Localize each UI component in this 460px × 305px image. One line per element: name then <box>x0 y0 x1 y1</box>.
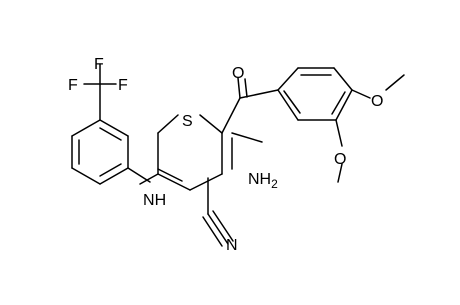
atom-f1: F <box>94 56 104 73</box>
nh-n: N <box>143 192 155 209</box>
nitrile-group <box>202 177 234 247</box>
bond-ar4 <box>335 89 353 121</box>
bond-c-nh <box>139 173 159 185</box>
bond-ring-carbonyl <box>221 97 241 134</box>
atom-o-carbonyl: O <box>232 65 244 82</box>
bond-b6 <box>99 167 129 185</box>
bond-b3 <box>71 119 101 137</box>
bond-o1-me <box>385 74 405 91</box>
bond-ar4-double <box>331 91 346 115</box>
nh2-text: NH <box>248 171 271 188</box>
atom-o-methoxy-1: O <box>371 93 383 110</box>
nh-h: H <box>155 192 167 209</box>
bond-triple-a <box>207 213 229 245</box>
atom-f2: F <box>68 77 78 94</box>
atom-f3: F <box>118 77 128 94</box>
atom-o-methoxy-2: O <box>334 151 346 168</box>
bond-c-nh2 <box>231 132 263 143</box>
bond-triple-b <box>202 216 223 247</box>
bond-o2-me <box>337 163 343 183</box>
dimethoxyphenyl-ring <box>277 67 353 121</box>
thiophene-ring <box>157 114 233 191</box>
bond-c4-c5-double <box>157 168 183 182</box>
bond-carbonyl-aryl <box>239 89 279 99</box>
bond-b2 <box>99 119 129 137</box>
bond-b5 <box>71 167 101 185</box>
atom-s: S <box>182 113 193 130</box>
amine-linker <box>127 167 159 185</box>
carbonyl-group <box>221 77 279 134</box>
bond-b2-double <box>99 127 122 141</box>
atom-nh2: NH2 <box>248 171 278 191</box>
bond-nh-aryl <box>127 167 151 183</box>
bond-c4-c5 <box>157 173 191 191</box>
bond-s-c2 <box>199 114 223 134</box>
cf3-group <box>83 63 117 121</box>
bond-s-c5 <box>157 114 179 134</box>
atom-nh: NH <box>143 192 166 209</box>
bond-ar6 <box>277 89 299 121</box>
bond-b6-double <box>99 163 122 177</box>
atom-n-nitrile: N <box>226 237 238 254</box>
bond-ar3 <box>333 67 353 91</box>
trifluoromethylphenyl-ring <box>71 119 129 185</box>
bond-ar1 <box>277 67 299 91</box>
bond-c3-c4 <box>189 173 223 191</box>
bond-ar-o1 <box>351 89 371 99</box>
bond-ar6-double <box>283 90 301 114</box>
bond-c-o-double <box>244 78 248 98</box>
bond-c-o <box>237 77 241 99</box>
bond-triple-c <box>212 210 234 242</box>
bond-ar-o2 <box>335 119 343 147</box>
nh2-subscript: 2 <box>271 177 278 191</box>
methoxy-groups <box>335 74 405 183</box>
